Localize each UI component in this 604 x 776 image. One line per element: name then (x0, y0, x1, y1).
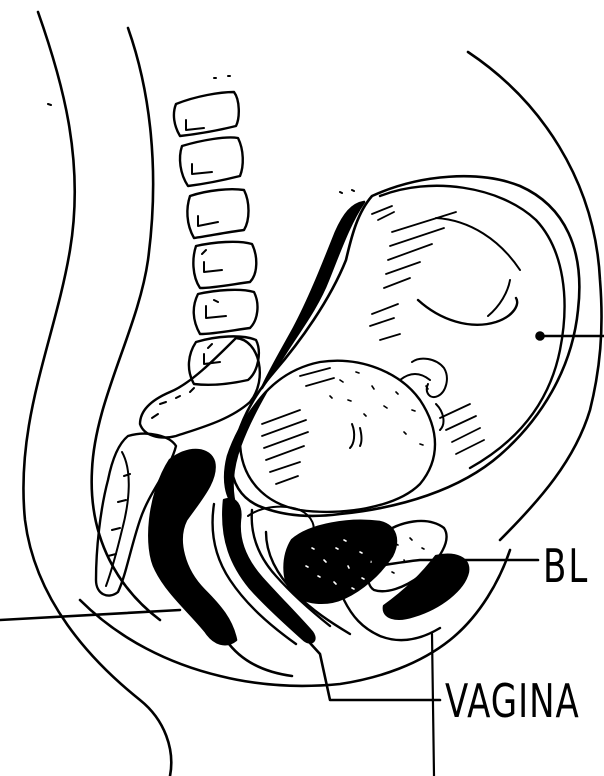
vagina-label: VAGINA (445, 675, 580, 729)
umbilical-curve (436, 218, 520, 270)
sacral-segments (152, 388, 194, 418)
fetal-head (240, 361, 435, 512)
vertebra-3 (187, 189, 248, 238)
bladder (285, 521, 469, 640)
buttock-lower (226, 640, 292, 676)
uterus-leader-dot (537, 333, 544, 340)
vertebra-1 (174, 92, 239, 136)
stray-marks (48, 76, 354, 193)
spotted-texture (330, 372, 428, 445)
fetal-ear (350, 424, 362, 448)
rectum (149, 450, 236, 644)
vertebra-5 (194, 290, 258, 334)
abdomen-outline (468, 52, 602, 540)
bladder-label: BL (543, 540, 589, 594)
thigh-line (432, 634, 434, 776)
belly-fold (488, 280, 510, 316)
vagina-leader-line (300, 632, 440, 700)
vertebra-4 (193, 242, 256, 288)
fetal-hand (412, 359, 447, 397)
vertebra-2 (180, 137, 243, 186)
fetal-arm (418, 298, 517, 325)
